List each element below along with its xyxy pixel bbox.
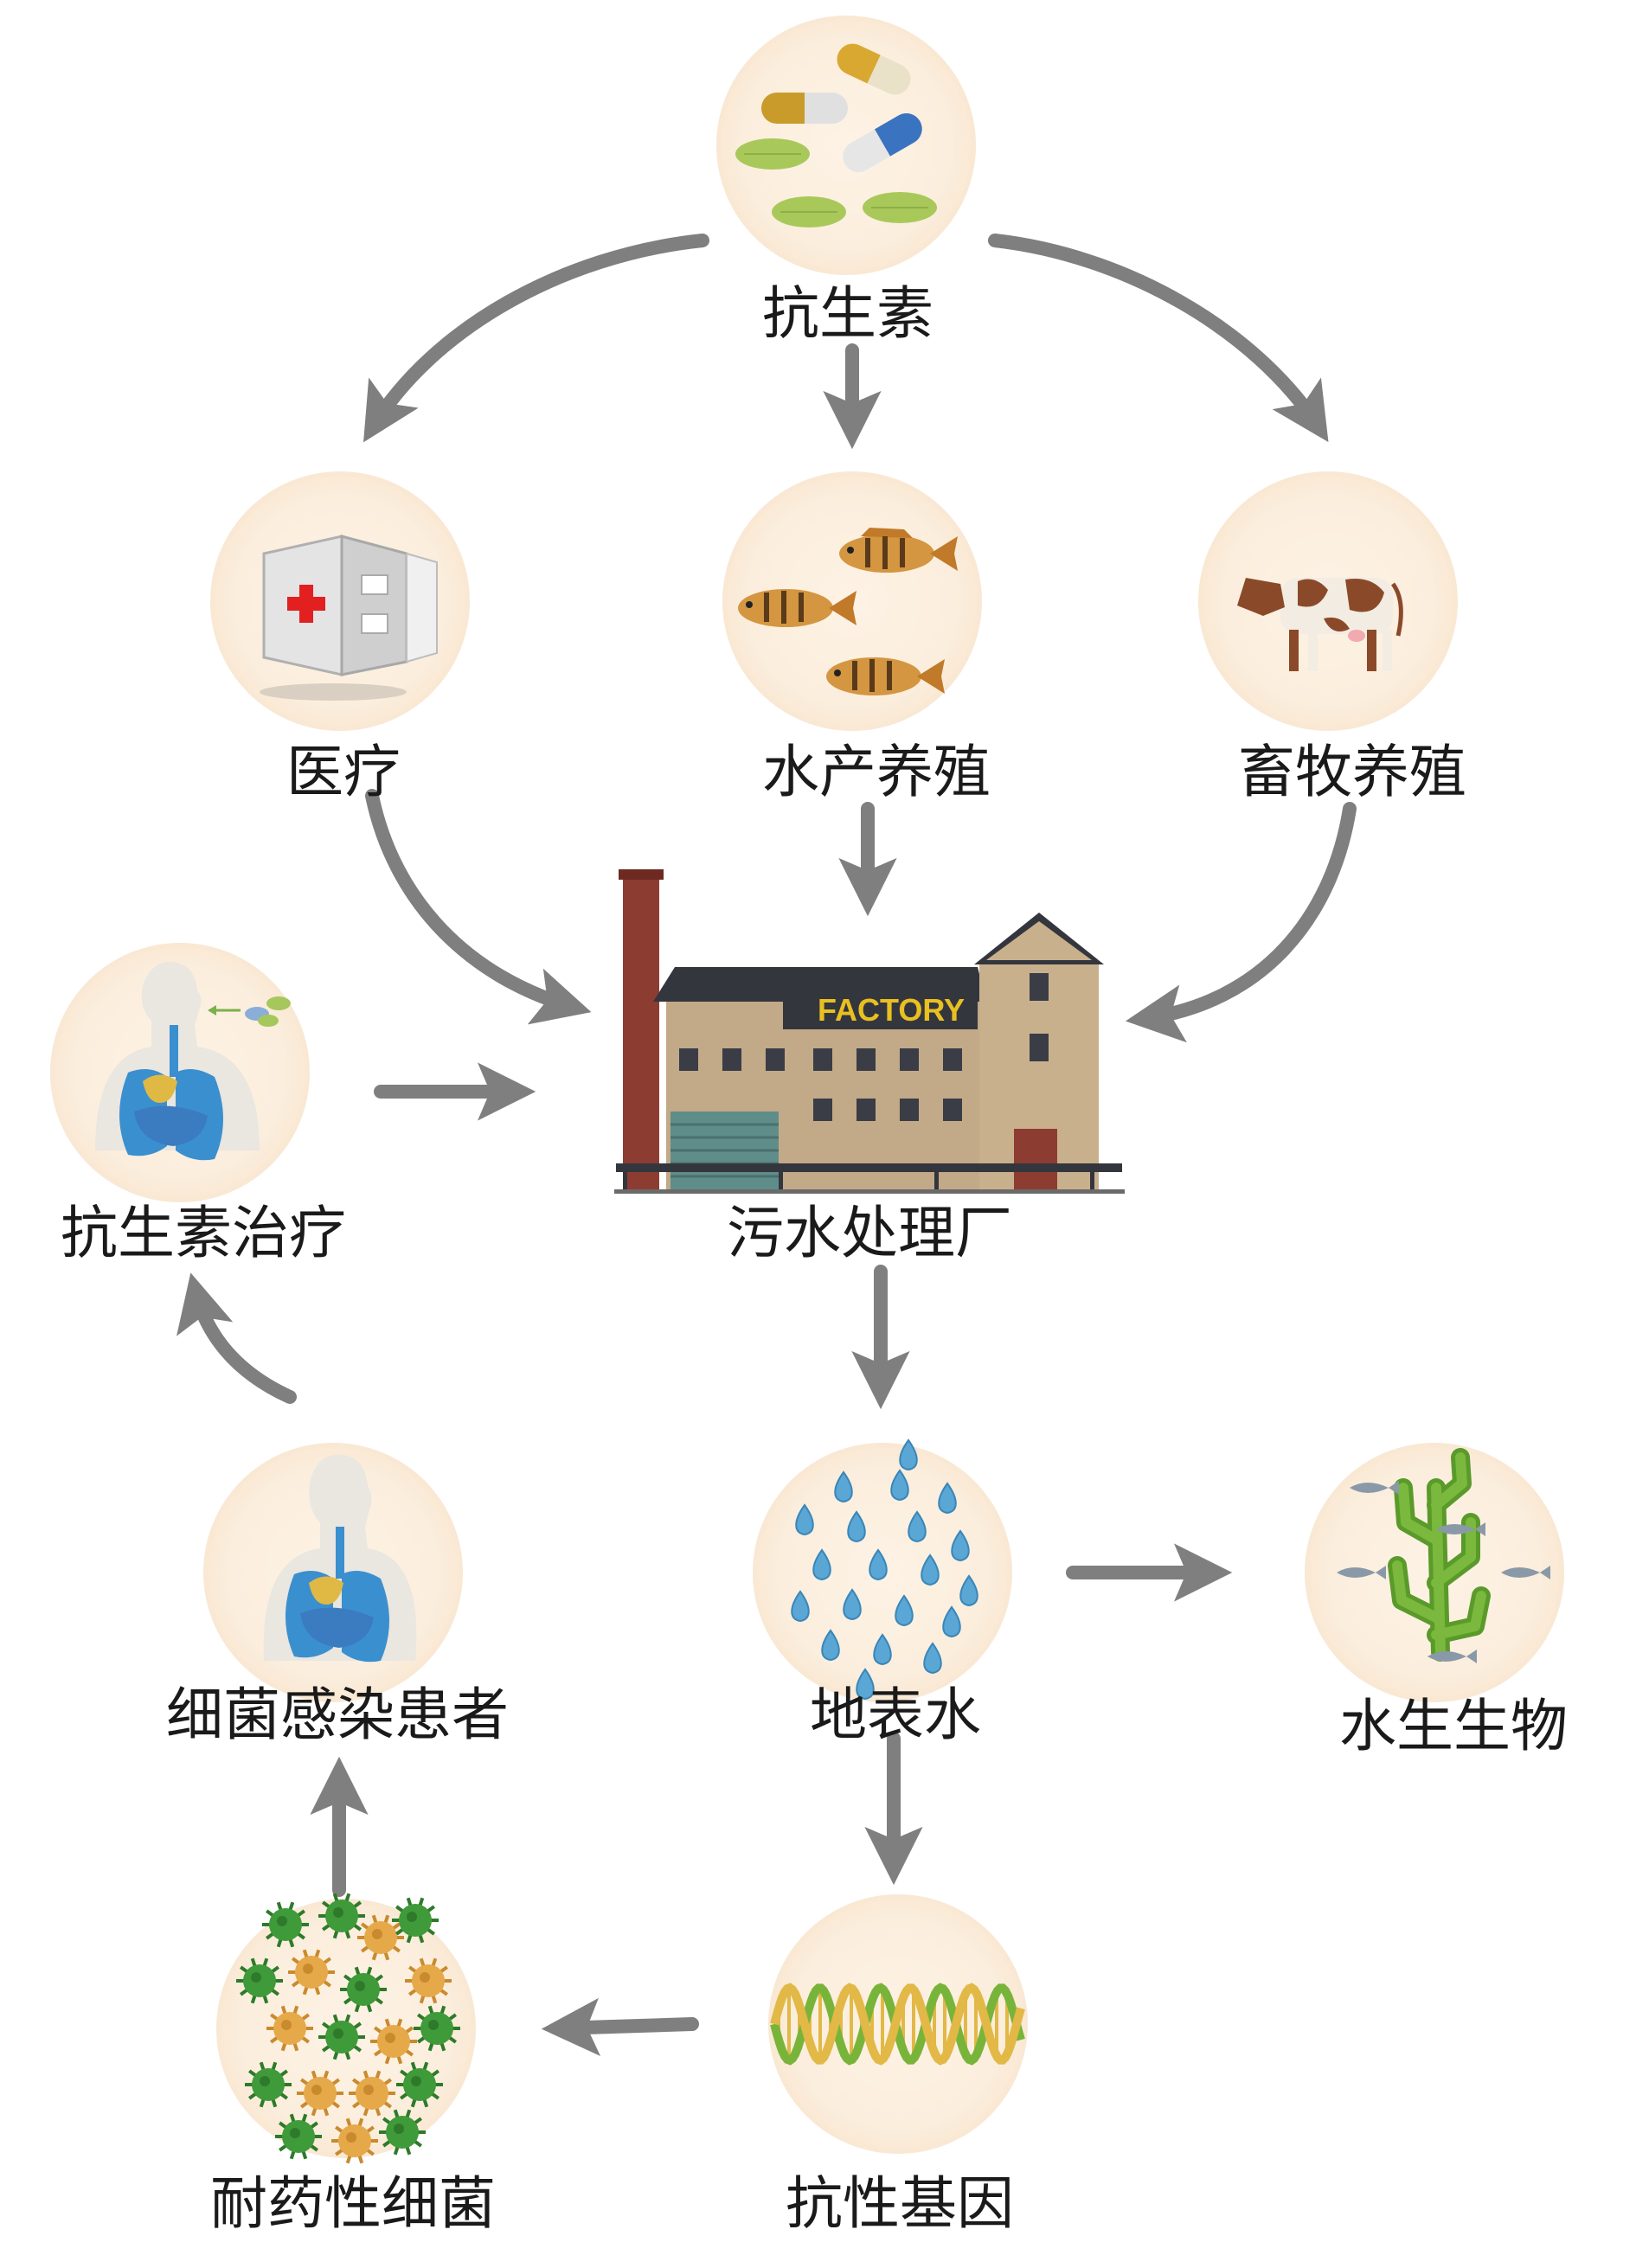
node-label: 耐药性细菌 <box>210 2170 496 2237</box>
node-label: 畜牧养殖 <box>1238 739 1466 805</box>
node-aquatic-life: 水生生物 <box>1305 1443 1568 1759</box>
dna-icon <box>770 1983 1025 2066</box>
cow-icon <box>1237 578 1403 671</box>
node-antibiotics: 抗生素 <box>716 16 976 347</box>
fish-icon <box>738 528 958 695</box>
human-inhaling-icon <box>95 961 291 1161</box>
node-patient: 细菌感染患者 <box>166 1443 509 1748</box>
water-drops-icon <box>791 1438 978 1701</box>
arrow-antibiotics-to-livestock <box>988 234 1329 443</box>
inhaled-pills-icon <box>208 996 291 1027</box>
node-label: 抗生素 <box>762 280 933 347</box>
node-label: 细菌感染患者 <box>166 1682 509 1748</box>
node-label: 水产养殖 <box>762 739 991 805</box>
node-label: 医疗 <box>286 739 401 805</box>
node-livestock: 畜牧养殖 <box>1198 471 1466 805</box>
pills-icon <box>735 43 937 227</box>
bacteria-icon <box>236 1893 460 2164</box>
node-label: 抗性基因 <box>786 2170 1014 2237</box>
seaweed-fish-icon <box>1337 1448 1550 1663</box>
arrow-patient-to-treatment <box>176 1272 297 1404</box>
arrow-antibiotics-to-medical <box>363 234 709 443</box>
arrow-livestock-to-factory <box>1125 802 1357 1043</box>
node-label: 抗生素治疗 <box>61 1200 346 1266</box>
node-surface-water: 地表水 <box>753 1438 1012 1748</box>
human-body-icon <box>263 1454 417 1663</box>
node-factory: FACTORY <box>614 869 1125 1266</box>
node-aquaculture: 水产养殖 <box>722 471 991 805</box>
medical-cabinet-icon <box>260 535 438 701</box>
arrows <box>176 234 1357 2057</box>
node-label: 地表水 <box>810 1682 981 1748</box>
factory-icon: FACTORY <box>614 869 1125 1194</box>
node-medical: 医疗 <box>210 471 470 805</box>
arrow-gene-to-bacteria <box>541 1997 699 2057</box>
node-resistant-bacteria: 耐药性细菌 <box>210 1893 496 2237</box>
node-label: 污水处理厂 <box>727 1200 1012 1266</box>
factory-sign: FACTORY <box>818 992 965 1028</box>
node-treatment: 抗生素治疗 <box>50 943 346 1266</box>
arrow-medical-to-factory <box>365 789 592 1025</box>
node-resistance-gene: 抗性基因 <box>768 1894 1028 2237</box>
node-label: 水生生物 <box>1339 1693 1568 1759</box>
